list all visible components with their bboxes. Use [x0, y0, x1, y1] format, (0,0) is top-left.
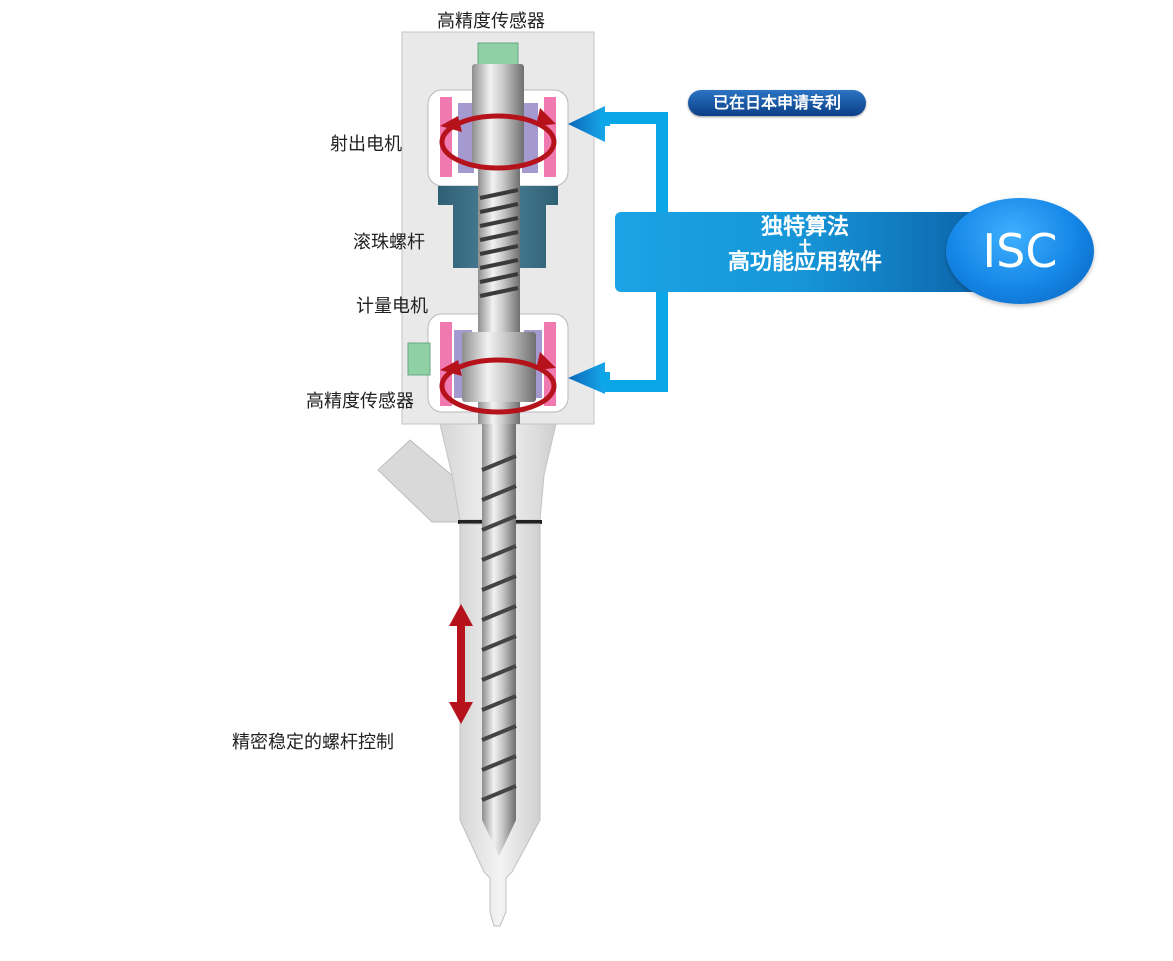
- label-screw-control: 精密稳定的螺杆控制: [232, 732, 394, 753]
- label-injection-motor: 射出电机: [330, 134, 402, 155]
- metering-rotation-arrowhead: [536, 352, 556, 370]
- injection-rotation-arrowhead: [536, 108, 556, 126]
- metering-rotation-arrow: [439, 357, 557, 415]
- label-bottom-sensor: 高精度传感器: [306, 391, 414, 412]
- patent-badge: 已在日本申请专利: [688, 90, 866, 116]
- algorithm-line-1: 独特算法: [760, 215, 849, 240]
- screw-body: [482, 424, 516, 856]
- screw-flights: [481, 454, 517, 802]
- label-top-sensor: 高精度传感器: [437, 11, 545, 32]
- algorithm-text: 独特算法 + 高功能应用软件: [690, 215, 920, 276]
- injection-rotation-arrow: [439, 113, 557, 171]
- isc-logo: ISC: [946, 198, 1094, 304]
- ball-screw-thread: [479, 188, 519, 298]
- algorithm-line-2: 高功能应用软件: [727, 250, 882, 275]
- injection-rotation-arrowhead-left: [440, 116, 462, 132]
- algorithm-plus: +: [797, 234, 813, 255]
- metering-rotation-arrowhead-left: [440, 360, 462, 376]
- bottom-sensor-block: [407, 342, 431, 376]
- shaft-collar-bottom: [462, 332, 536, 402]
- screw-stroke-arrow: [449, 604, 473, 724]
- top-sensor-block: [477, 42, 519, 68]
- label-metering-motor: 计量电机: [356, 296, 428, 317]
- label-ball-screw: 滚珠螺杆: [353, 232, 425, 253]
